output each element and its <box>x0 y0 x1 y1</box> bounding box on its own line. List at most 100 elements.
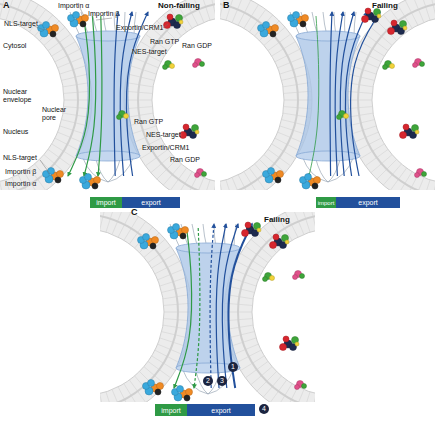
protein-subunit <box>82 15 89 22</box>
protein-complex <box>195 169 207 178</box>
protein-subunit <box>179 20 183 24</box>
membrane-rib <box>430 0 435 18</box>
protein-subunit <box>344 114 349 119</box>
protein-subunit <box>263 22 270 29</box>
export-arrow <box>229 224 252 388</box>
import-arrow <box>84 16 96 176</box>
part-label: NLS-target <box>4 20 38 28</box>
protein-subunit <box>377 14 381 18</box>
import-arrow <box>98 16 102 176</box>
part-label: Nucleus <box>3 128 28 136</box>
protein-subunit <box>182 227 189 234</box>
membrane-sheet <box>224 212 315 402</box>
part-label: Importin α <box>58 2 89 10</box>
export-arrow <box>330 12 332 176</box>
nuclear-envelope-panel <box>93 201 323 422</box>
membrane-rib <box>421 180 430 190</box>
protein-subunit <box>242 230 249 237</box>
part-label: Ran GDP <box>170 156 200 164</box>
membrane-rib <box>201 0 210 20</box>
export-arrow <box>210 224 214 388</box>
membrane-sheet <box>0 0 92 190</box>
protein-subunit <box>390 64 395 69</box>
callout-number: 3 <box>217 376 227 386</box>
panel-letter: A <box>3 1 10 11</box>
part-label: Ran GTP <box>150 38 179 46</box>
protein-subunit <box>403 26 407 30</box>
protein-subunit <box>365 8 371 14</box>
protein-subunit <box>295 385 300 390</box>
membrane-lumen <box>220 2 299 190</box>
nuclear-pore <box>76 36 140 156</box>
protein-subunit <box>295 342 299 346</box>
protein-complex <box>143 380 164 396</box>
protein-subunit <box>403 124 409 130</box>
pore-ring <box>176 363 240 373</box>
protein-subunit <box>300 274 305 279</box>
protein-subunit <box>283 336 289 342</box>
part-label: Exportin/CRM1 <box>142 144 189 152</box>
protein-subunit <box>277 171 284 178</box>
membrane-rib <box>310 212 315 230</box>
protein-subunit <box>143 234 150 241</box>
membrane-rib <box>100 212 106 230</box>
protein-subunit <box>163 65 168 70</box>
protein-complex <box>415 169 427 178</box>
part-label: Importin β <box>88 10 119 18</box>
protein-subunit <box>48 168 55 175</box>
protein-complex <box>38 22 59 38</box>
protein-complex <box>295 381 307 390</box>
panel-content <box>220 0 435 190</box>
nuclear-envelope-panel <box>213 0 438 211</box>
protein-subunit <box>124 114 129 119</box>
protein-complex <box>138 234 159 250</box>
export-bar: export <box>187 404 255 416</box>
import-arrow <box>309 16 319 176</box>
protein-subunit <box>52 25 59 32</box>
protein-subunit <box>117 115 122 120</box>
protein-subunit <box>184 395 190 401</box>
import-arrow <box>174 228 192 388</box>
bar-label: export <box>358 199 377 206</box>
protein-subunit <box>92 183 98 189</box>
protein-subunit <box>268 168 275 175</box>
protein-subunit <box>388 28 395 35</box>
protein-subunit <box>195 130 199 134</box>
protein-subunit <box>314 177 321 184</box>
protein-subunit <box>302 15 309 22</box>
protein-subunit <box>183 124 189 130</box>
membrane-rib <box>421 0 430 20</box>
membrane-band <box>100 212 192 402</box>
part-label: Nuclear pore <box>42 106 72 121</box>
export-arrow <box>345 12 367 176</box>
protein-subunit <box>173 224 180 231</box>
membrane-band <box>224 212 315 402</box>
protein-complex <box>293 271 305 280</box>
membrane-band <box>220 0 312 190</box>
protein-complex <box>300 174 321 190</box>
protein-complex <box>68 12 89 28</box>
bar-label: import <box>96 199 115 206</box>
membrane-rib <box>106 212 115 232</box>
protein-subunit <box>85 174 92 181</box>
callout-number: 4 <box>259 404 269 414</box>
protein-subunit <box>420 62 425 67</box>
protein-subunit <box>270 276 275 281</box>
protein-complex <box>258 22 279 38</box>
part-label: NES-target <box>132 48 167 56</box>
nuclear-envelope-panel <box>0 0 223 211</box>
membrane-rib <box>210 182 215 190</box>
protein-subunit <box>152 237 159 244</box>
protein-subunit <box>43 22 50 29</box>
protein-subunit <box>195 173 200 178</box>
part-label: Importin α <box>5 180 36 188</box>
protein-subunit <box>300 21 306 27</box>
protein-complex <box>193 59 205 68</box>
protein-subunit <box>383 65 388 70</box>
protein-subunit <box>263 277 268 282</box>
membrane-rib <box>430 182 435 190</box>
export-bar: export <box>122 197 180 208</box>
protein-subunit <box>157 383 164 390</box>
protein-subunit <box>415 130 419 134</box>
